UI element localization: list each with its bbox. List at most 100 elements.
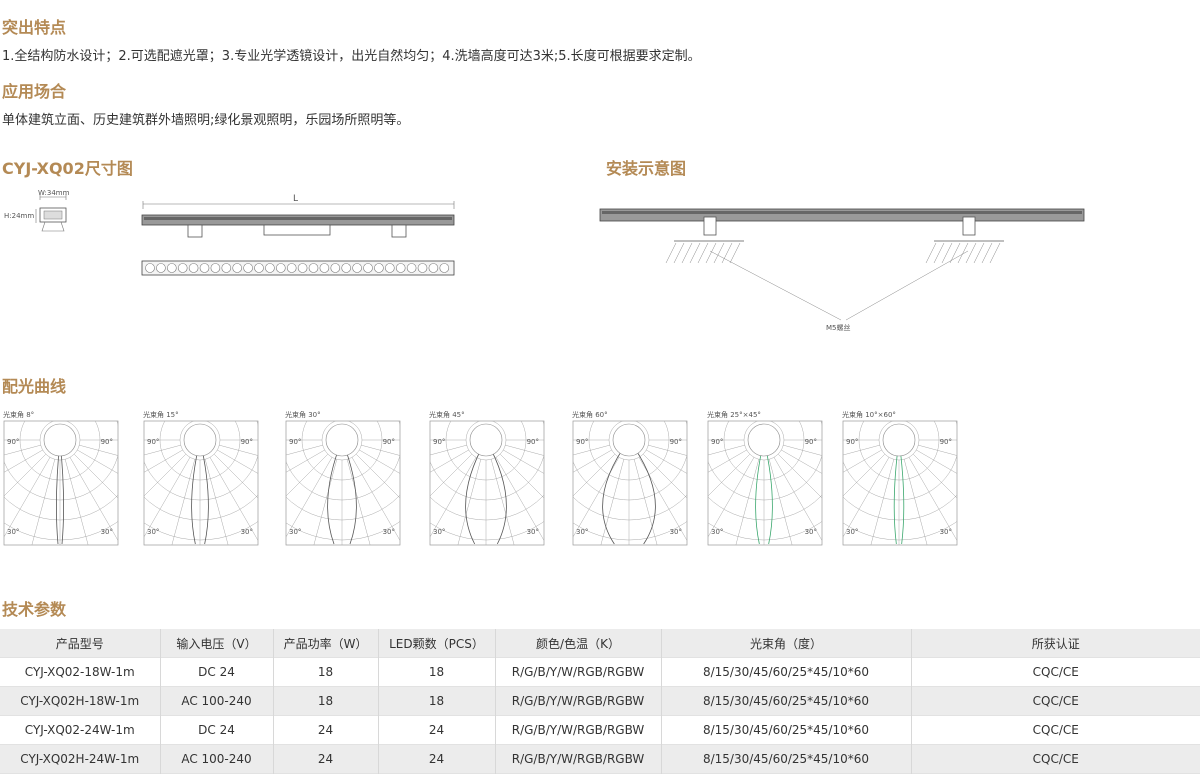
spec-cell: 8/15/30/45/60/25*45/10*60 bbox=[661, 715, 912, 745]
led-dot-icon bbox=[210, 263, 221, 273]
spec-cell: 18 bbox=[273, 686, 379, 716]
polar-title: 光束角 60° bbox=[572, 411, 608, 419]
polar-angle-label: 90° bbox=[670, 438, 682, 446]
led-view bbox=[141, 260, 455, 276]
polar-angle-label: 30° bbox=[805, 528, 817, 536]
spec-cell: DC 24 bbox=[160, 657, 274, 687]
spec-cell: CYJ-XQ02-24W-1m bbox=[0, 715, 161, 745]
polar-diagram: 90°90°30°30° bbox=[572, 420, 688, 546]
spec-column-header: LED颗数（PCS） bbox=[378, 629, 496, 658]
polar-diagram: 90°90°30°30° bbox=[429, 420, 545, 546]
spec-cell: 8/15/30/45/60/25*45/10*60 bbox=[661, 744, 912, 774]
polar-angle-label: 30° bbox=[940, 528, 952, 536]
polar-angle-label: 90° bbox=[940, 438, 952, 446]
polar-angle-label: 90° bbox=[7, 438, 19, 446]
polar-title: 光束角 8° bbox=[3, 411, 35, 419]
led-dot-icon bbox=[254, 263, 264, 273]
polar-angle-label: 30° bbox=[147, 528, 159, 536]
led-dot-icon bbox=[395, 263, 406, 273]
spec-column-header: 输入电压（V） bbox=[160, 629, 274, 658]
polar-diagram: 90° 90° 30° 30° bbox=[842, 420, 958, 546]
dimension-drawing: W:34mm H:24mm L bbox=[4, 189, 455, 276]
dimension-heading: CYJ-XQ02尺寸图 bbox=[2, 159, 133, 178]
polar-angle-label: 90° bbox=[147, 438, 159, 446]
spec-cell: R/G/B/Y/W/RGB/RGBW bbox=[495, 657, 662, 687]
led-dot-icon bbox=[145, 263, 155, 273]
led-dot-icon bbox=[265, 263, 275, 273]
spec-cell: CQC/CE bbox=[1032, 752, 1079, 766]
light-curve-heading: 配光曲线 bbox=[2, 377, 67, 396]
spec-cell: CYJ-XQ02-18W-1m bbox=[0, 657, 161, 687]
height-label: H:24mm bbox=[4, 212, 34, 220]
side-view: L bbox=[141, 194, 455, 238]
polar-angle-label: 30° bbox=[670, 528, 682, 536]
polar-angle-label: 90° bbox=[576, 438, 588, 446]
spec-cell: 18 bbox=[378, 657, 496, 687]
features-text: 1.全结构防水设计；2.可选配遮光罩；3.专业光学透镜设计，出光自然均匀；4.洗… bbox=[2, 49, 701, 64]
spec-cell: 8/15/30/45/60/25*45/10*60 bbox=[661, 686, 912, 716]
led-dot-icon bbox=[167, 263, 177, 273]
spec-cell: CQC/CE bbox=[1032, 723, 1079, 737]
spec-cell: AC 100-240 bbox=[160, 686, 274, 716]
spec-column-header: 产品型号 bbox=[0, 629, 161, 658]
spec-cell: 18 bbox=[273, 657, 379, 687]
spec-cell: CQC/CE bbox=[1032, 694, 1079, 708]
led-dot-icon bbox=[221, 263, 232, 273]
led-dot-icon bbox=[374, 263, 384, 273]
polar-angle-label: 30° bbox=[383, 528, 395, 536]
spec-table: 产品型号输入电压（V）产品功率（W）LED颗数（PCS）颜色/色温（K）光束角（… bbox=[0, 629, 1200, 774]
spec-cell: 18 bbox=[378, 686, 496, 716]
led-dot-icon bbox=[428, 263, 439, 273]
polar-angle-label: 90° bbox=[433, 438, 445, 446]
led-dot-icon bbox=[275, 263, 286, 273]
features-heading: 突出特点 bbox=[2, 18, 67, 37]
spec-column-header: 所获认证 bbox=[1031, 636, 1080, 651]
led-dot-icon bbox=[177, 263, 188, 273]
spec-cell: R/G/B/Y/W/RGB/RGBW bbox=[495, 744, 662, 774]
polar-angle-label: 30° bbox=[846, 528, 858, 536]
spec-cell: CYJ-XQ02H-24W-1m bbox=[0, 744, 161, 774]
polar-angle-label: 90° bbox=[846, 438, 858, 446]
polar-angle-label: 90° bbox=[383, 438, 395, 446]
led-dot-icon bbox=[232, 263, 242, 273]
spec-cell: 8/15/30/45/60/25*45/10*60 bbox=[661, 657, 912, 687]
spec-heading: 技术参数 bbox=[2, 600, 67, 619]
spec-cell: R/G/B/Y/W/RGB/RGBW bbox=[495, 715, 662, 745]
spec-cell: CQC/CE bbox=[1032, 665, 1079, 679]
led-dot-icon bbox=[156, 263, 166, 273]
wall-left-icon bbox=[665, 240, 744, 264]
polar-angle-label: 90° bbox=[241, 438, 253, 446]
spec-cell: 24 bbox=[378, 715, 496, 745]
polar-angle-label: 90° bbox=[289, 438, 301, 446]
led-dot-icon bbox=[297, 263, 308, 273]
spec-cell: 24 bbox=[273, 715, 379, 745]
spec-cell: 24 bbox=[378, 744, 496, 774]
spec-column-header: 光束角（度） bbox=[661, 629, 912, 658]
spec-cell: AC 100-240 bbox=[160, 744, 274, 774]
application-heading: 应用场合 bbox=[2, 82, 67, 101]
polar-angle-label: 90° bbox=[805, 438, 817, 446]
polar-angle-label: 90° bbox=[101, 438, 113, 446]
polar-angle-label: 30° bbox=[433, 528, 445, 536]
polar-angle-label: 30° bbox=[711, 528, 723, 536]
polar-angle-label: 30° bbox=[527, 528, 539, 536]
led-dot-icon bbox=[199, 263, 210, 273]
led-dot-icon bbox=[188, 263, 199, 273]
led-dot-icon bbox=[330, 263, 341, 273]
spec-cell: R/G/B/Y/W/RGB/RGBW bbox=[495, 686, 662, 716]
install-heading: 安装示意图 bbox=[606, 159, 687, 178]
led-dot-icon bbox=[308, 263, 319, 273]
led-dot-icon bbox=[406, 263, 417, 273]
spec-cell: CYJ-XQ02H-18W-1m bbox=[0, 686, 161, 716]
polar-diagram: 90°90°30°30° bbox=[143, 420, 259, 546]
width-label: W:34mm bbox=[38, 189, 70, 197]
polar-title: 光束角 30° bbox=[285, 411, 321, 419]
install-drawing: M5螺丝 bbox=[599, 208, 1085, 332]
polar-title: 光束角 25°×45° bbox=[707, 411, 761, 419]
cross-section-icon: W:34mm H:24mm bbox=[4, 189, 70, 232]
polar-diagram: 90°90°30°30° bbox=[3, 420, 119, 546]
